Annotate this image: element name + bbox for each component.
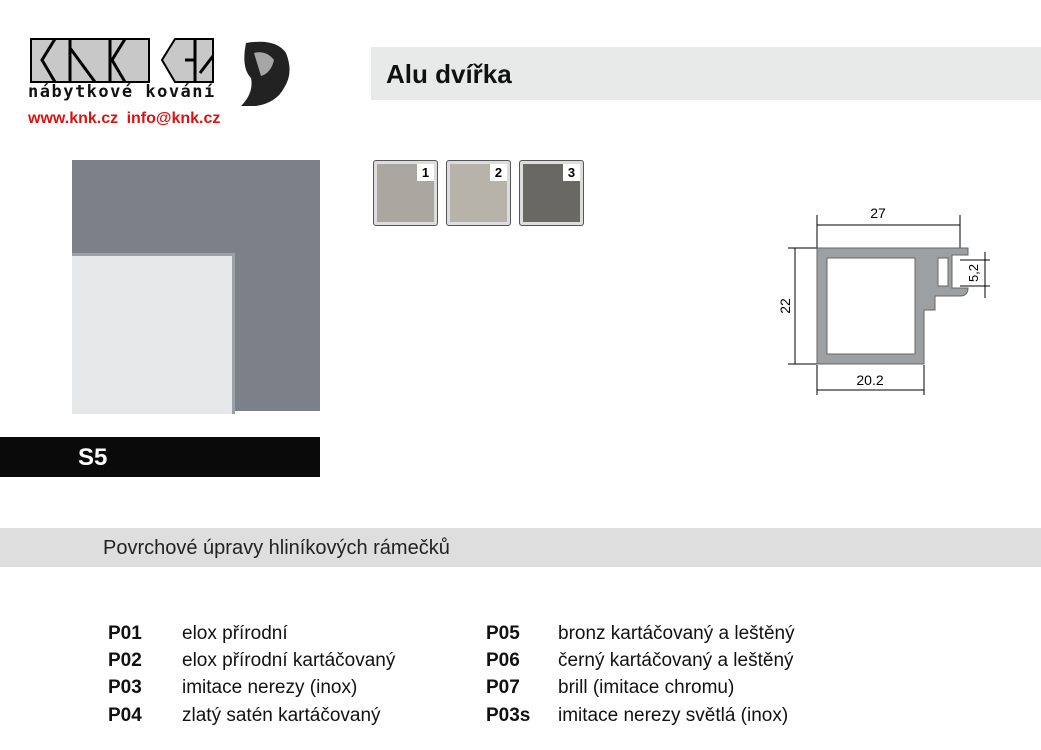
- dim-width-inner: 20.2: [856, 372, 883, 388]
- profile-cross-section-diagram: 27 22 20.2 5,2: [777, 205, 990, 395]
- website-link[interactable]: www.knk.cz: [28, 110, 119, 127]
- email-link[interactable]: info@knk.cz: [126, 110, 221, 127]
- finish-name: elox přírodní kartáčovaný: [182, 650, 396, 671]
- logo-subtitle: nábytkové kování: [28, 82, 216, 102]
- logo-contacts: www.knk.cz info@knk.cz: [28, 110, 220, 128]
- finish-code: P03: [108, 677, 142, 698]
- section-bar: Povrchové úpravy hliníkových rámečků: [0, 528, 1041, 567]
- finish-name: elox přírodní: [182, 623, 288, 644]
- dim-width-total: 27: [870, 205, 886, 221]
- finish-code: P05: [486, 623, 520, 644]
- swatch-1[interactable]: 1: [373, 160, 438, 226]
- swatch-number: 3: [563, 164, 580, 181]
- section-title: Povrchové úpravy hliníkových rámečků: [103, 537, 450, 559]
- dim-groove: 5,2: [966, 264, 981, 282]
- dim-height: 22: [777, 298, 793, 314]
- finish-code: P03s: [486, 705, 531, 726]
- swatch-number: 1: [417, 164, 434, 181]
- finish-code: P07: [486, 677, 520, 698]
- page-title: Alu dvířka: [386, 59, 512, 89]
- finish-name: imitace nerezy světlá (inox): [558, 705, 789, 726]
- face-illustration-icon: [241, 41, 290, 106]
- finish-code: P02: [108, 650, 142, 671]
- finish-name: brill (imitace chromu): [558, 677, 735, 698]
- finish-code: P04: [108, 705, 142, 726]
- swatch-3[interactable]: 3: [519, 160, 584, 226]
- swatch-number: 2: [490, 164, 507, 181]
- finish-name: černý kartáčovaný a leštěný: [558, 650, 794, 671]
- title-bar: Alu dvířka: [371, 47, 1041, 100]
- finish-name: zlatý satén kartáčovaný: [182, 705, 381, 726]
- sample-label-bar: S5: [0, 437, 320, 477]
- sample-label: S5: [78, 444, 108, 471]
- finish-code: P01: [108, 623, 142, 644]
- swatch-2[interactable]: 2: [446, 160, 511, 226]
- door-sample-image: [72, 160, 320, 414]
- finish-code: P06: [486, 650, 520, 671]
- knk-cz-logo-mark: [30, 38, 215, 83]
- finish-name: imitace nerezy (inox): [182, 677, 358, 698]
- knk-logo: nábytkové kování www.knk.cz info@knk.cz: [18, 30, 300, 134]
- finish-name: bronz kartáčovaný a leštěný: [558, 623, 795, 644]
